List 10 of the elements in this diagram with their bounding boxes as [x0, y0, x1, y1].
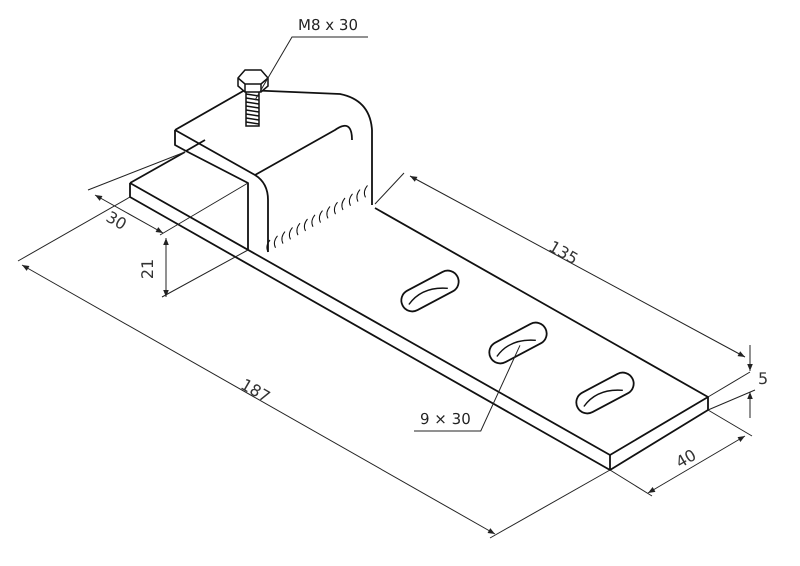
- dimension-label: 187: [238, 376, 273, 406]
- dimension-label: 30: [102, 208, 130, 234]
- dimension-label: 21: [139, 258, 158, 280]
- dimension-label: 40: [672, 446, 700, 472]
- callout-label: 9 × 30: [420, 410, 471, 428]
- dimension-label: 5: [758, 370, 768, 388]
- leader-line: [254, 36, 368, 101]
- callout-label: M8 x 30: [298, 16, 358, 34]
- leader-line: [414, 344, 520, 432]
- dimension-label: 135: [546, 238, 581, 268]
